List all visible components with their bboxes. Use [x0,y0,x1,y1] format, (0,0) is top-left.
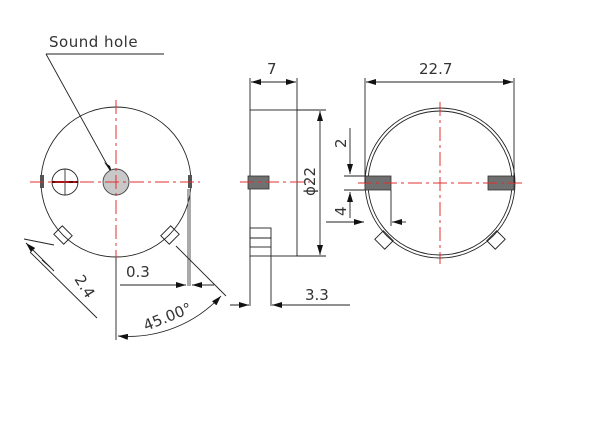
sound-hole-label: Sound hole [49,33,138,51]
angle-diagonal-ref [175,245,227,297]
dim-2-4-tick [41,259,51,268]
dim-angle-text: 45.00° [141,299,195,335]
dim-2-text: 2 [332,138,350,148]
dim-0-3-text: 0.3 [126,263,150,281]
dim-2-4-leader [29,251,98,319]
side-pin-lower [249,237,272,248]
side-pin-upper [249,227,272,239]
dim-2-4-ext-a [23,238,55,246]
back-left-foot [374,230,394,250]
angle-arc [117,295,222,340]
callout-leader [45,53,111,171]
dim-7-text: 7 [267,60,277,78]
dim-22-7-text: 22.7 [419,60,452,78]
dim-3-3-text: 3.3 [305,286,329,304]
front-left-foot [53,225,73,245]
side-view: 7 ϕ22 3.3 [230,60,350,308]
dim-4-text: 4 [332,206,350,216]
dim-2-4-text: 2.4 [71,272,99,302]
front-view: Sound hole 2.4 [23,33,227,340]
back-right-foot [486,230,506,250]
front-right-foot [160,225,180,245]
back-view: 22.7 2 4 [326,60,524,264]
dim-22-text: ϕ22 [301,167,319,196]
